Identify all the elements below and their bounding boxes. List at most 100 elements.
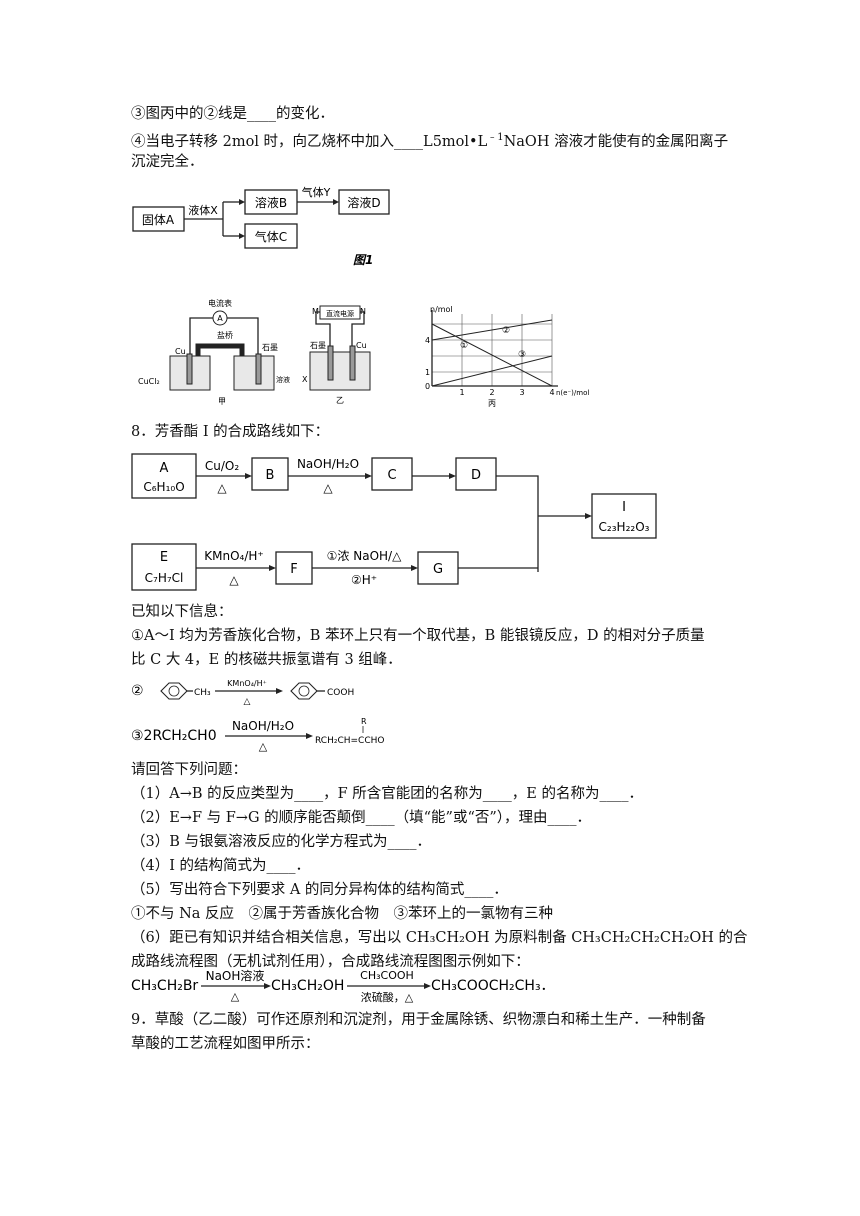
- reagent-a-b: Cu/O₂: [205, 459, 239, 473]
- example-reagent-1: NaOH溶液: [206, 968, 265, 983]
- solution-b-box: [244, 189, 298, 215]
- salt-bridge-label: 盐桥: [217, 330, 233, 340]
- q8-question-2: （2）E→F 与 F→G 的顺序能否颠倒____（填“能”或“否”），理由___…: [131, 810, 592, 826]
- figure-1-caption: 图1: [353, 253, 373, 267]
- graph-bing: n/mol 4 1 0 1 2 3 4 n(e⁻)/mol ① ② ③ 丙: [425, 305, 589, 408]
- beaker-yi: [309, 351, 371, 391]
- q8-question-5: （5）写出符合下列要求 A 的同分异构体的结构简式____．: [131, 882, 508, 898]
- q7-line4-sup: ﹣1: [487, 132, 504, 143]
- cell-jia-diagram: 电流表 A 盐桥 Cu 石墨 CuCl₂ 溶液X 甲: [138, 298, 290, 406]
- dc-source-label: 直流电源: [326, 309, 354, 318]
- xtick-2: 2: [489, 388, 494, 397]
- compound-c-box: [371, 457, 413, 491]
- q8-question-6b: 成路线流程图（无机试剂任用），合成路线流程图图示例如下：: [131, 954, 530, 970]
- q8-example-route: CH₃CH₂Br NaOH溶液 △ CH₃CH₂OH CH₃COOH 浓硫酸，△…: [131, 968, 555, 1004]
- compound-g: G: [433, 562, 443, 577]
- benzene-ring-icon-2: [290, 682, 318, 700]
- q8-question-3: （3）B 与银氨溶液反应的化学方程式为____．: [131, 834, 431, 850]
- q8-ask: 请回答下列问题：: [131, 762, 247, 778]
- graph-line-2: [431, 323, 553, 387]
- compound-b: B: [266, 468, 275, 483]
- graph-line-3: [431, 355, 553, 387]
- q8-question-5-conditions: ①不与 Na 反应 ②属于芳香族化合物 ③苯环上的一氯物有三种: [131, 906, 554, 922]
- info2-reagent: KMnO₄/H⁺: [227, 679, 267, 688]
- compound-i: I: [622, 500, 626, 515]
- info2-ch3: CH₃: [194, 688, 211, 698]
- q7-line5: 沉淀完全．: [131, 154, 204, 170]
- compound-a-formula: C₆H₁₀O: [143, 480, 184, 494]
- solution-d-box: [338, 189, 390, 215]
- q8-known: 已知以下信息：: [131, 604, 233, 620]
- info2-heat: △: [244, 697, 251, 707]
- gas-c-box: [244, 223, 298, 249]
- compound-a-box: [131, 453, 197, 499]
- liquid-x-label: 液体X: [188, 203, 218, 217]
- compound-c: C: [387, 468, 396, 483]
- info2-cooh: COOH: [327, 688, 354, 698]
- solution-x-label: 溶液X: [276, 375, 290, 384]
- q7-line4-text: ④当电子转移 2mol 时，向乙烧杯中加入____L5mol•L: [131, 134, 488, 150]
- info3-r: R: [361, 717, 367, 726]
- q8-question-6a: （6）距已有知识并结合相关信息，写出以 CH₃CH₂OH 为原料制备 CH₃CH…: [131, 930, 748, 946]
- compound-f-box: [275, 551, 313, 585]
- solid-a-box: [132, 206, 185, 232]
- solution-b-label: 溶液B: [255, 195, 287, 210]
- heat-e-f: △: [229, 573, 239, 587]
- q9-line2: 草酸的工艺流程如图甲所示：: [131, 1036, 320, 1052]
- compound-e-formula: C₇H₇Cl: [145, 571, 184, 585]
- example-reagent-2: CH₃COOH: [360, 969, 414, 982]
- solid-a-label: 固体A: [142, 213, 175, 227]
- info3-lhs: ③2RCH₂CH0: [131, 728, 217, 744]
- q8-info2-reaction: ② CH₃ KMnO₄/H⁺ △ COOH: [131, 679, 354, 707]
- graph-xlabel: n(e⁻)/mol: [556, 389, 589, 397]
- ytick-0: 0: [425, 382, 430, 391]
- example-lhs: CH₃CH₂Br: [131, 978, 198, 994]
- compound-e: E: [160, 550, 168, 565]
- q7-line4-text2: NaOH 溶液才能使有的金属阳离子: [503, 134, 729, 150]
- compound-i-formula: C₂₃H₂₂O₃: [599, 520, 650, 534]
- reagent-e-f: KMnO₄/H⁺: [204, 549, 263, 563]
- x-label: X: [302, 375, 308, 384]
- reagent-f-g-2: ②H⁺: [351, 573, 377, 587]
- reagent-b-c: NaOH/H₂O: [297, 457, 359, 471]
- cell-yi-diagram: M N 直流电源 石墨 Cu X 乙: [302, 305, 371, 405]
- example-rhs: CH₃COOCH₂CH₃．: [431, 978, 555, 994]
- graph-line-3-label: ③: [518, 350, 526, 360]
- xtick-4: 4: [549, 388, 554, 397]
- compound-f: F: [290, 562, 297, 577]
- example-mid: CH₃CH₂OH: [271, 978, 344, 994]
- compound-d: D: [471, 468, 481, 483]
- graphite-yi-label: 石墨: [310, 341, 326, 350]
- gas-c-label: 气体C: [255, 229, 287, 244]
- ytick-4: 4: [425, 336, 430, 345]
- q7-line3: ③图丙中的②线是____的变化．: [131, 106, 334, 122]
- info3-reagent: NaOH/H₂O: [232, 719, 294, 733]
- info3-heat: △: [259, 740, 268, 753]
- ammeter-label: 电流表: [208, 298, 232, 308]
- graphite-label: 石墨: [262, 343, 278, 352]
- example-heat-1: △: [231, 990, 240, 1003]
- info2-number: ②: [131, 683, 144, 699]
- heat-a-b: △: [217, 481, 227, 495]
- jia-label: 甲: [218, 397, 226, 406]
- graph-ylabel: n/mol: [430, 305, 453, 314]
- bing-label: 丙: [488, 399, 496, 408]
- xtick-1: 1: [459, 388, 464, 397]
- q8-synthesis-route: A C₆H₁₀O Cu/O₂ △ B NaOH/H₂O △ C D I C₂₃H…: [131, 453, 657, 591]
- beaker-right: [233, 355, 275, 391]
- ammeter-a: A: [217, 314, 223, 323]
- q8-info3-reaction: ③2RCH₂CH0 NaOH/H₂O △ R RCH₂CH=CCHO: [131, 717, 384, 753]
- graph-line-1: [431, 319, 553, 341]
- yi-label: 乙: [336, 396, 344, 405]
- info3-rhs: RCH₂CH=CCHO: [315, 736, 384, 746]
- graph-line-1-label: ①: [460, 341, 468, 351]
- gas-y-label: 气体Y: [302, 185, 331, 199]
- xtick-3: 3: [519, 388, 524, 397]
- heat-b-c: △: [323, 481, 333, 495]
- compound-i-box: [591, 493, 657, 539]
- compound-g-box: [417, 551, 459, 585]
- q8-question-1: （1）A→B 的反应类型为____，F 所含官能团的名称为____，E 的名称为…: [131, 786, 643, 802]
- cu-label: Cu: [175, 347, 186, 356]
- example-condition-2: 浓硫酸，△: [361, 990, 414, 1004]
- compound-a: A: [160, 461, 169, 476]
